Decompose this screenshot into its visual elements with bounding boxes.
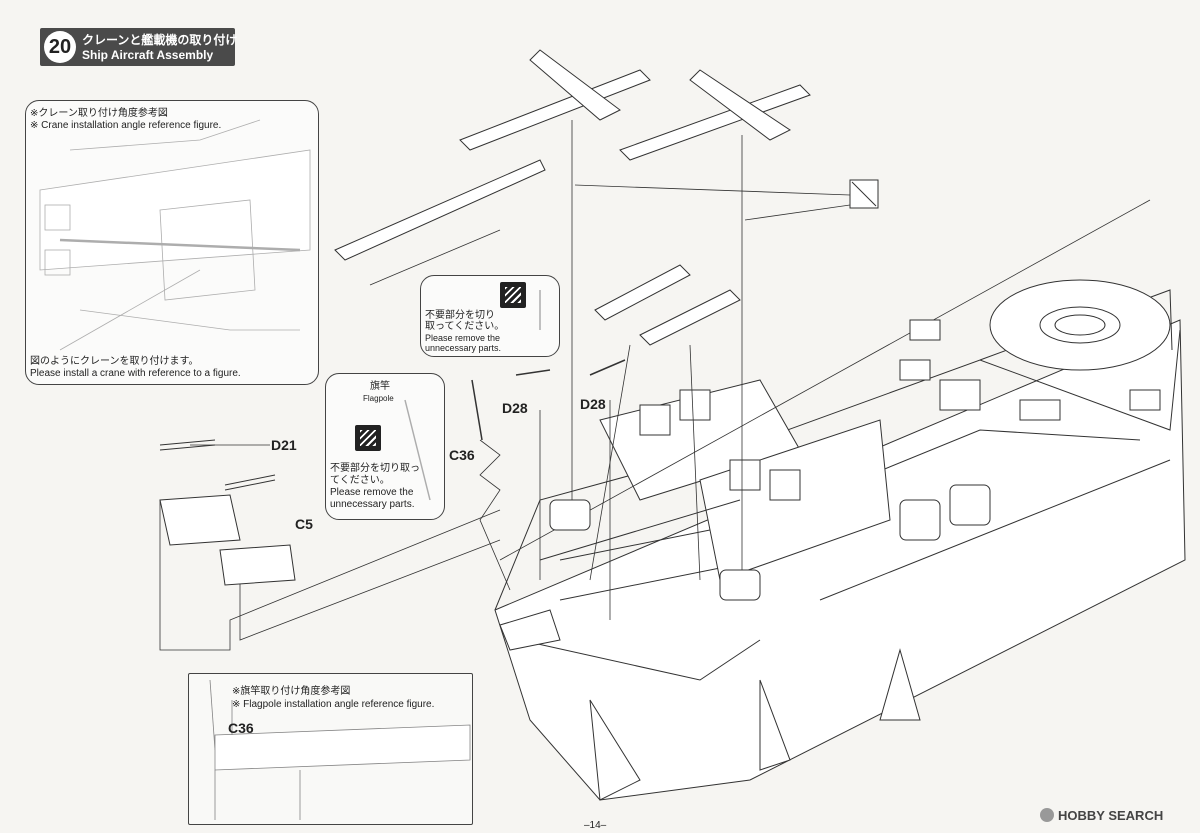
watermark: HOBBY SEARCH <box>1040 808 1163 823</box>
flagpole-angle-title-en: ※ Flagpole installation angle reference … <box>232 699 435 710</box>
aircraft-drawing <box>459 49 811 161</box>
part-label-d28-a: D28 <box>502 400 528 416</box>
turret-drawing <box>549 319 1161 601</box>
d28-remove-jp-2: 取ってください。 <box>425 321 505 332</box>
flagpole-angle-title-jp: ※旗竿取り付け角度参考図 <box>232 686 351 697</box>
part-label-c36-reference: C36 <box>228 720 254 736</box>
flagpole-label-en: Flagpole <box>363 394 394 403</box>
ship-hull-drawing <box>494 199 1186 801</box>
part-label-c36: C36 <box>449 447 475 463</box>
watermark-text: HOBBY SEARCH <box>1058 808 1164 823</box>
c5-part-drawing <box>159 494 241 546</box>
part-label-d28-b: D28 <box>580 396 606 412</box>
part-label-c5: C5 <box>295 516 313 532</box>
crane-note-title-en: ※ Crane installation angle reference fig… <box>30 120 222 131</box>
flagpole-remove-jp-2: てください。 <box>330 475 390 486</box>
d28-callout <box>420 275 560 357</box>
no-use-icon <box>500 282 526 308</box>
flagpole-angle-reference-box <box>188 673 473 825</box>
crane-note-instruction-en: Please install a crane with reference to… <box>30 368 241 379</box>
flagpole-label-jp: 旗竿 <box>370 381 390 392</box>
flagpole-remove-jp-1: 不要部分を切り取っ <box>330 463 420 474</box>
hobby-search-logo-icon <box>1040 808 1054 822</box>
crane-note-instruction-jp: 図のようにクレーンを取り付けます。 <box>30 356 199 367</box>
step-title-jp: クレーンと艦載機の取り付け <box>82 33 238 47</box>
no-use-icon <box>355 425 381 451</box>
crane-note-title-jp: ※クレーン取り付け角度参考図 <box>30 108 168 119</box>
step-header: 20 クレーンと艦載機の取り付け Ship Aircraft Assembly <box>40 28 238 66</box>
d28-remove-jp-1: 不要部分を切り <box>425 310 495 321</box>
step-title-en: Ship Aircraft Assembly <box>82 48 214 62</box>
flagpole-remove-en-1: Please remove the <box>330 487 414 498</box>
page-number: –14– <box>584 820 607 831</box>
d28-remove-en-2: unnecessary parts. <box>425 343 502 353</box>
part-label-d21: D21 <box>271 437 297 453</box>
crane-reference-callout <box>25 100 319 385</box>
boat-drawing <box>594 264 691 321</box>
flagpole-remove-en-2: unnecessary parts. <box>330 499 415 510</box>
flagpole-reference-drawing <box>209 679 471 820</box>
flagpole-callout <box>325 373 445 520</box>
crane-drawing <box>334 159 546 261</box>
d28-remove-en-1: Please remove the <box>425 333 501 343</box>
step-number: 20 <box>44 31 76 63</box>
